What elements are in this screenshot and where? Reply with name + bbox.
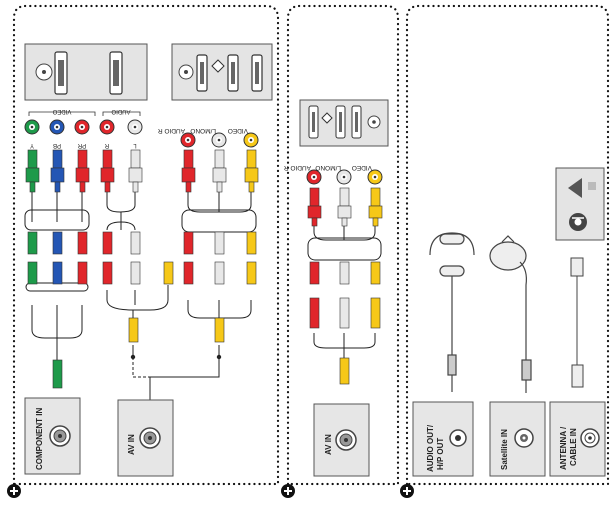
label-hp-out: H/P OUT [436, 438, 445, 470]
jack-label-pr: PR [77, 142, 86, 148]
jack-av-l-mono [336, 169, 352, 185]
antenna-cable [570, 257, 584, 388]
jack-label-video: VIDEO [352, 164, 372, 171]
av-cable-p1 [132, 190, 257, 430]
cable-joint [130, 354, 136, 360]
port-satellite-in [489, 401, 546, 477]
jack-label-l-mono: L/MONO [190, 127, 216, 134]
jack-label-pb: PB [53, 142, 61, 148]
rca-plugs-p2 [307, 187, 383, 385]
satellite-dish-icon [489, 235, 532, 393]
jack-component-pb [49, 119, 65, 135]
port-av-in [313, 403, 370, 477]
jack-label-video: VIDEO [228, 127, 248, 134]
jack-av-audio-r [306, 169, 322, 185]
group-label-audio: AUDIO [111, 108, 130, 114]
jack-av-video [243, 132, 259, 148]
source-device-illustration [299, 99, 389, 147]
label-av-in: AV IN [127, 434, 136, 455]
label-satellite-in: Satellite IN [500, 429, 509, 470]
antenna-wall-icon [555, 167, 605, 241]
jack-label-r: R [104, 142, 109, 148]
port-av-in [117, 399, 174, 477]
jack-av-video [367, 169, 383, 185]
label-component-in: COMPONENT IN [35, 408, 44, 470]
audio-cable-p1 [106, 190, 136, 318]
port-audio-out [412, 401, 474, 477]
av-cable-p2 [307, 224, 382, 358]
jack-label-l-mono: L/MONO [315, 164, 341, 171]
plus-icon [400, 484, 414, 498]
port-antenna-in [549, 401, 606, 477]
label-av-in: AV IN [324, 434, 333, 455]
label-audio-out-line: AUDIO OUT/ [426, 424, 435, 472]
jack-av-audio-r [180, 132, 196, 148]
jack-component-y [24, 119, 40, 135]
jack-label-audio-r: AUDIO R [284, 164, 311, 171]
frame-panel-3 [405, 4, 610, 486]
source-device-illustration [24, 43, 148, 101]
group-bracket-video [28, 111, 96, 116]
plus-icon [7, 484, 21, 498]
frame-panel-1 [12, 4, 280, 486]
jack-label-y: Y [30, 142, 34, 148]
jack-audio-r [99, 119, 115, 135]
frame-panel-2 [286, 4, 400, 486]
port-component-in [24, 397, 81, 475]
jack-component-pr [74, 119, 90, 135]
group-label-video: VIDEO [52, 108, 71, 114]
jack-label-audio-r: AUDIO R [158, 127, 185, 134]
headphones-icon [429, 232, 475, 392]
group-bracket-audio [102, 111, 141, 116]
jack-label-l: L [133, 142, 137, 148]
label-antenna: ANTENNA / [559, 426, 568, 470]
plus-icon [281, 484, 295, 498]
label-cable-in: CABLE IN [569, 428, 578, 466]
cable-joint [216, 354, 222, 360]
jack-av-l-mono [211, 132, 227, 148]
rca-plugs-p1 [25, 149, 259, 389]
source-device-illustration [171, 43, 273, 101]
label-audio-out: AUDIO OUT/ [426, 424, 435, 472]
jack-audio-l [127, 119, 143, 135]
